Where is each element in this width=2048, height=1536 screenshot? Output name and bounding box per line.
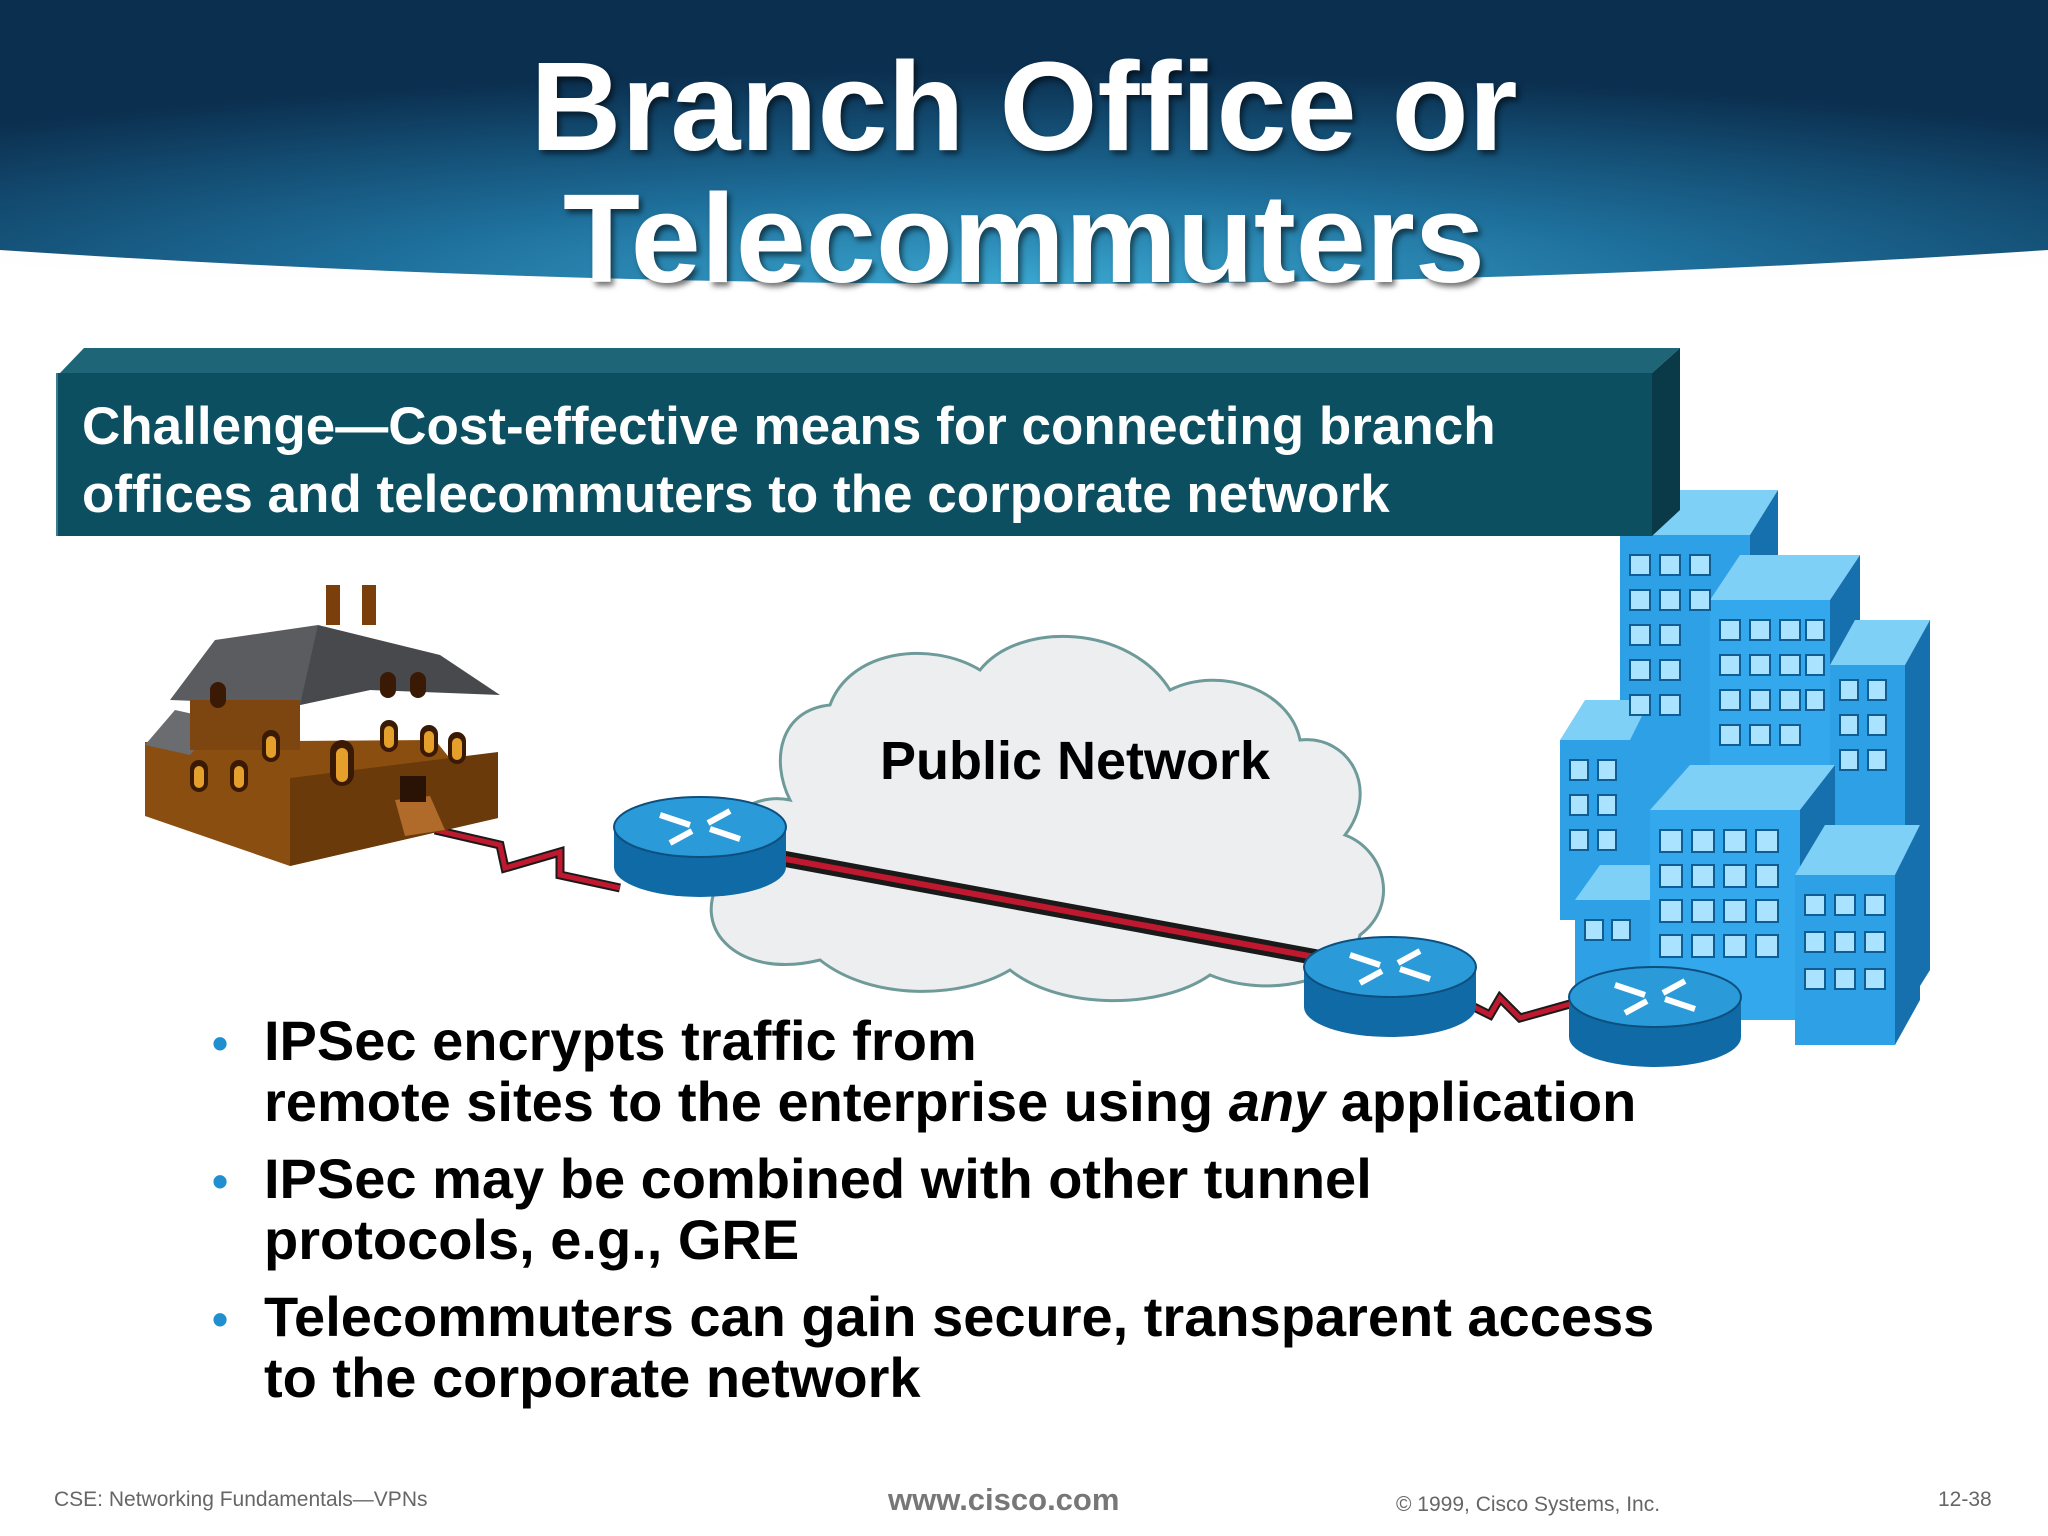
bullet-marker: •: [212, 1017, 229, 1069]
serial-link-house: [433, 825, 621, 893]
challenge-line-1: Challenge—Cost-effective means for conne…: [82, 397, 1496, 456]
slide-title-line-2: Telecommuters: [563, 168, 1485, 309]
bullet-item: • Telecommuters can gain secure, transpa…: [210, 1286, 1850, 1408]
footer-course: CSE: Networking Fundamentals—VPNs: [54, 1488, 428, 1511]
cloud-label: Public Network: [880, 731, 1271, 791]
serial-link-hq: [1467, 990, 1572, 1024]
bullet-line: protocols, e.g., GRE: [264, 1208, 800, 1271]
bullet-item: • IPSec may be combined with other tunne…: [210, 1148, 1850, 1270]
house-icon: [145, 585, 500, 866]
router-icon: [1568, 966, 1742, 1067]
bullet-line: IPSec may be combined with other tunnel: [264, 1147, 1372, 1210]
bullet-line: IPSec encrypts traffic from: [264, 1009, 977, 1072]
bullet-emphasis: any: [1228, 1070, 1326, 1133]
challenge-box: Challenge—Cost-effective means for conne…: [56, 373, 1652, 536]
router-icon: [1303, 936, 1477, 1037]
header-banner: [0, 0, 2048, 298]
bullet-item: • IPSec encrypts traffic from remote sit…: [210, 1010, 1850, 1132]
office-buildings-icon: [1560, 490, 1930, 1045]
slide-title-line-1: Branch Office or: [530, 36, 1518, 177]
bullet-line: Telecommuters can gain secure, transpare…: [264, 1285, 1655, 1348]
bullet-list: • IPSec encrypts traffic from remote sit…: [210, 1010, 1850, 1424]
footer-url: www.cisco.com: [888, 1482, 1120, 1517]
bullet-text-segment: application: [1325, 1070, 1637, 1133]
footer-copyright: © 1999, Cisco Systems, Inc.: [1396, 1493, 1661, 1516]
footer-page-number: 12-38: [1938, 1488, 1992, 1511]
challenge-line-2: offices and telecommuters to the corpora…: [82, 465, 1390, 524]
bullet-marker: •: [212, 1293, 229, 1345]
bullet-text-segment: remote sites to the enterprise using: [264, 1070, 1229, 1133]
cloud-icon: [709, 634, 1385, 1003]
vpn-tunnel-link: [778, 850, 1322, 966]
challenge-box-bevel: [60, 348, 1680, 536]
router-icon: [613, 796, 787, 897]
bullet-line: to the corporate network: [264, 1346, 921, 1409]
bullet-line: remote sites to the enterprise using any…: [264, 1071, 1850, 1132]
bullet-marker: •: [212, 1155, 229, 1207]
